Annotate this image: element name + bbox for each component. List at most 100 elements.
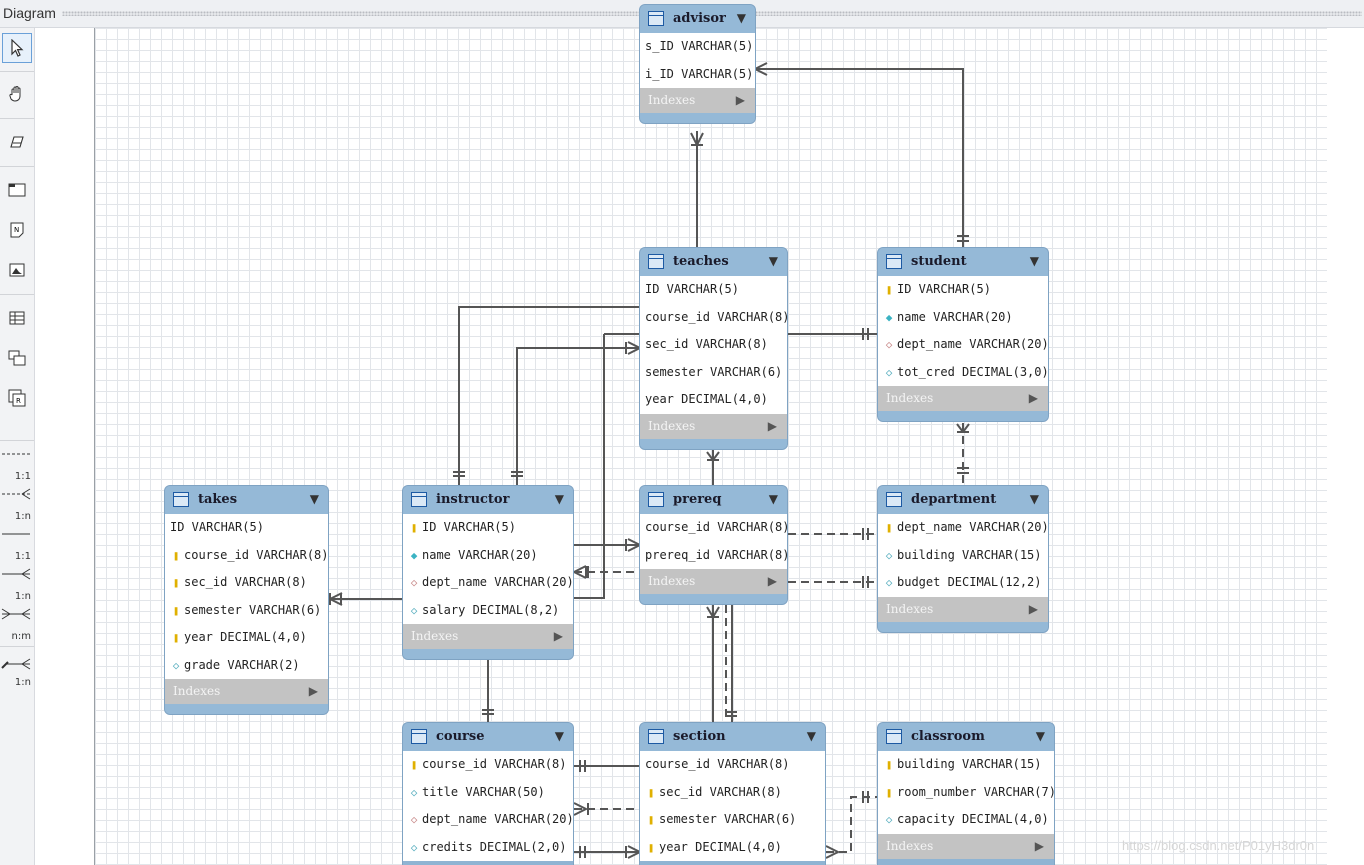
indexes-section[interactable]: Indexes▶ [878, 833, 1054, 859]
column-row[interactable]: ◇building VARCHAR(15) [878, 542, 1048, 570]
table-tool-icon[interactable] [3, 304, 31, 332]
column-row[interactable]: prereq_id VARCHAR(8) [640, 542, 787, 570]
column-row[interactable]: ◇dept_name VARCHAR(20) [403, 569, 573, 597]
indexes-section[interactable]: Indexes▶ [165, 679, 328, 704]
layer-tool-icon[interactable] [3, 176, 31, 204]
column-row[interactable]: ◇credits DECIMAL(2,0) [403, 834, 573, 862]
column-row[interactable]: ❚course_id VARCHAR(8) [165, 542, 328, 570]
table-section[interactable]: section▼ course_id VARCHAR(8)❚sec_id VAR… [640, 723, 825, 865]
image-tool-icon[interactable] [3, 256, 31, 284]
collapse-arrow-icon[interactable]: ▼ [309, 492, 319, 506]
table-advisor[interactable]: advisor▼ s_ID VARCHAR(5)i_ID VARCHAR(5) … [640, 5, 755, 123]
collapse-arrow-icon[interactable]: ▼ [1029, 254, 1039, 268]
indexes-section[interactable]: Indexes▶ [640, 569, 787, 594]
column-row[interactable]: ❚year DECIMAL(4,0) [640, 834, 825, 862]
column-row[interactable]: course_id VARCHAR(8) [640, 304, 787, 332]
collapse-arrow-icon[interactable]: ▼ [768, 254, 778, 268]
column-row[interactable]: ID VARCHAR(5) [640, 276, 787, 304]
column-row[interactable]: i_ID VARCHAR(5) [640, 61, 755, 89]
column-row[interactable]: ◇tot_cred DECIMAL(3,0) [878, 359, 1048, 387]
indexes-section[interactable]: Indexes▶ [640, 413, 787, 439]
indexes-section[interactable]: Indexes▶ [878, 386, 1048, 411]
column-row[interactable]: ◇capacity DECIMAL(4,0) [878, 806, 1054, 834]
table-instructor[interactable]: instructor▼ ❚ID VARCHAR(5)◆name VARCHAR(… [403, 486, 573, 659]
table-header[interactable]: classroom▼ [878, 723, 1054, 751]
relationship-1-1-non-identifying-icon[interactable]: 1:1 [0, 444, 34, 484]
expand-arrow-icon[interactable]: ▶ [767, 418, 777, 433]
column-row[interactable]: ◇budget DECIMAL(12,2) [878, 569, 1048, 597]
table-header[interactable]: department▼ [878, 486, 1048, 514]
column-row[interactable]: ❚sec_id VARCHAR(8) [640, 779, 825, 807]
column-row[interactable]: ❚semester VARCHAR(6) [165, 597, 328, 625]
collapse-arrow-icon[interactable]: ▼ [554, 492, 564, 506]
column-row[interactable]: ❚sec_id VARCHAR(8) [165, 569, 328, 597]
collapse-arrow-icon[interactable]: ▼ [736, 11, 746, 25]
collapse-arrow-icon[interactable]: ▼ [768, 492, 778, 506]
column-row[interactable]: ID VARCHAR(5) [165, 514, 328, 542]
column-row[interactable]: ❚ID VARCHAR(5) [878, 276, 1048, 304]
expand-arrow-icon[interactable]: ▶ [767, 574, 777, 588]
table-header[interactable]: instructor▼ [403, 486, 573, 514]
eraser-tool-icon[interactable] [3, 128, 31, 156]
expand-arrow-icon[interactable]: ▶ [1028, 601, 1038, 616]
collapse-arrow-icon[interactable]: ▼ [1035, 729, 1045, 743]
table-course[interactable]: course▼ ❚course_id VARCHAR(8)◇title VARC… [403, 723, 573, 865]
table-header[interactable]: student▼ [878, 248, 1048, 276]
table-header[interactable]: course▼ [403, 723, 573, 751]
column-row[interactable]: ❚ID VARCHAR(5) [403, 514, 573, 542]
column-row[interactable]: ❚semester VARCHAR(6) [640, 806, 825, 834]
column-row[interactable]: ◇dept_name VARCHAR(20) [878, 331, 1048, 359]
relationship-1-n-identifying-icon[interactable]: 1:n [0, 564, 34, 604]
indexes-section[interactable]: Indexes▶ [640, 88, 755, 113]
table-header[interactable]: teaches▼ [640, 248, 787, 276]
column-row[interactable]: ❚dept_name VARCHAR(20) [878, 514, 1048, 542]
table-takes[interactable]: takes▼ ID VARCHAR(5)❚course_id VARCHAR(8… [165, 486, 328, 714]
view-tool-icon[interactable] [3, 344, 31, 372]
foreign-key-column-icon: ◇ [410, 813, 418, 826]
table-header[interactable]: prereq▼ [640, 486, 787, 514]
relationship-n-m-icon[interactable]: n:m [0, 604, 34, 644]
table-student[interactable]: student▼ ❚ID VARCHAR(5)◆name VARCHAR(20)… [878, 248, 1048, 421]
column-row[interactable]: ❚room_number VARCHAR(7) [878, 779, 1054, 807]
column-row[interactable]: s_ID VARCHAR(5) [640, 33, 755, 61]
column-row[interactable]: ◇salary DECIMAL(8,2) [403, 597, 573, 625]
table-classroom[interactable]: classroom▼ ❚building VARCHAR(15)❚room_nu… [878, 723, 1054, 865]
expand-arrow-icon[interactable]: ▶ [1028, 391, 1038, 405]
column-row[interactable]: course_id VARCHAR(8) [640, 751, 825, 779]
column-row[interactable]: ❚year DECIMAL(4,0) [165, 624, 328, 652]
pointer-tool-icon[interactable] [2, 33, 32, 63]
column-row[interactable]: course_id VARCHAR(8) [640, 514, 787, 542]
column-row[interactable]: ◇title VARCHAR(50) [403, 779, 573, 807]
expand-arrow-icon[interactable]: ▶ [735, 93, 745, 107]
column-row[interactable]: ❚course_id VARCHAR(8) [403, 751, 573, 779]
table-prereq[interactable]: prereq▼ course_id VARCHAR(8)prereq_id VA… [640, 486, 787, 604]
relationship-1-1-identifying-icon[interactable]: 1:1 [0, 524, 34, 564]
table-header[interactable]: section▼ [640, 723, 825, 751]
column-row[interactable]: ◇grade VARCHAR(2) [165, 652, 328, 680]
relationship-existing-columns-icon[interactable]: 1:n [0, 650, 34, 690]
expand-arrow-icon[interactable]: ▶ [553, 629, 563, 643]
relationship-1-n-non-identifying-icon[interactable]: 1:n [0, 484, 34, 524]
indexes-section[interactable]: Indexes▶ [403, 624, 573, 649]
column-row[interactable]: year DECIMAL(4,0) [640, 386, 787, 414]
routine-group-tool-icon[interactable]: R [3, 384, 31, 412]
column-row[interactable]: sec_id VARCHAR(8) [640, 331, 787, 359]
column-label: i_ID VARCHAR(5) [645, 66, 754, 81]
expand-arrow-icon[interactable]: ▶ [1034, 838, 1044, 853]
table-teaches[interactable]: teaches▼ ID VARCHAR(5)course_id VARCHAR(… [640, 248, 787, 449]
table-department[interactable]: department▼ ❚dept_name VARCHAR(20)◇build… [878, 486, 1048, 632]
column-row[interactable]: ◇dept_name VARCHAR(20) [403, 806, 573, 834]
column-row[interactable]: semester VARCHAR(6) [640, 359, 787, 387]
column-row[interactable]: ❚building VARCHAR(15) [878, 751, 1054, 779]
table-header[interactable]: takes▼ [165, 486, 328, 514]
indexes-section[interactable]: Indexes▶ [878, 596, 1048, 622]
collapse-arrow-icon[interactable]: ▼ [554, 729, 564, 743]
collapse-arrow-icon[interactable]: ▼ [1029, 492, 1039, 506]
column-row[interactable]: ◆name VARCHAR(20) [403, 542, 573, 570]
table-header[interactable]: advisor▼ [640, 5, 755, 33]
note-tool-icon[interactable]: N [3, 216, 31, 244]
hand-tool-icon[interactable] [3, 80, 31, 108]
column-row[interactable]: ◆name VARCHAR(20) [878, 304, 1048, 332]
collapse-arrow-icon[interactable]: ▼ [806, 729, 816, 743]
expand-arrow-icon[interactable]: ▶ [308, 684, 318, 698]
